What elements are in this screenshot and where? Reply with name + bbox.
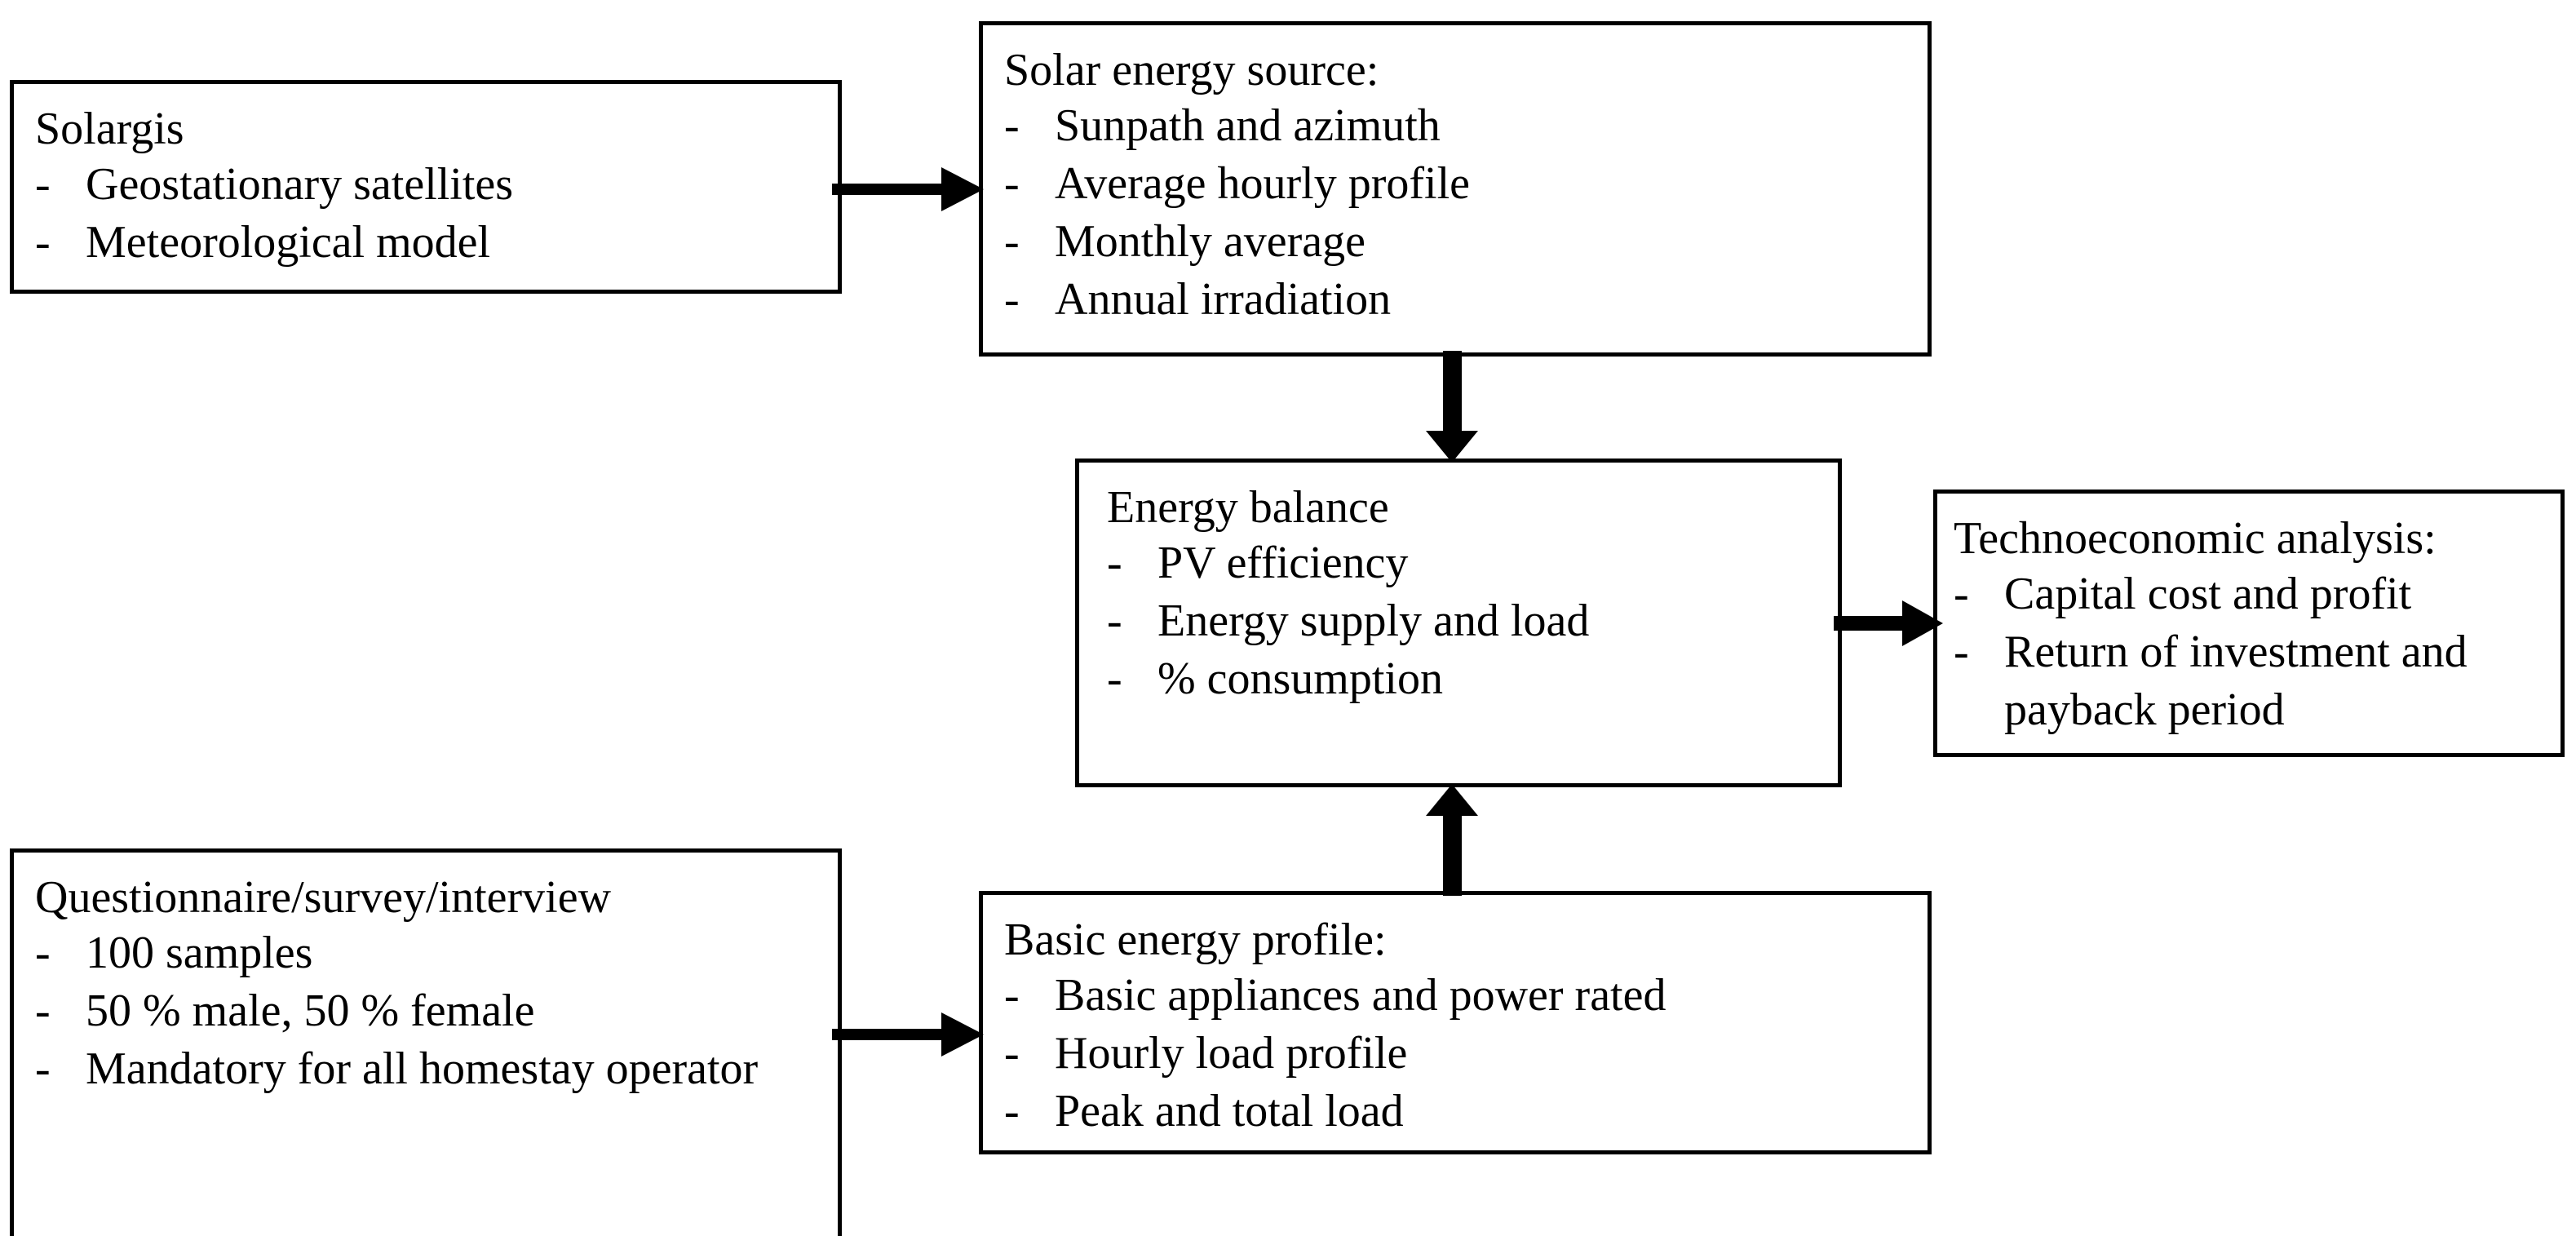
questionnaire-box: Questionnaire/survey/interview - 100 sam…	[10, 848, 842, 1236]
bullet-dash-icon: -	[1004, 970, 1020, 1021]
basic-energy-profile-box: Basic energy profile: - Basic appliances…	[979, 891, 1932, 1154]
list-item: - Basic appliances and power rated	[1004, 967, 1928, 1025]
bullet-dash-icon: -	[35, 217, 51, 268]
bullet-dash-icon: -	[1004, 158, 1020, 210]
energy-balance-bullet-list: - PV efficiency - Energy supply and load…	[1107, 534, 1838, 708]
bullet-dash-icon: -	[1004, 100, 1020, 152]
bullet-label: 50 % male, 50 % female	[86, 986, 535, 1037]
arrow-basic-energy-profile-to-energy-balance	[1426, 782, 1480, 896]
solargis-title: Solargis	[35, 104, 184, 154]
basic-energy-profile-title: Basic energy profile:	[1004, 915, 1387, 965]
bullet-label: Hourly load profile	[1055, 1028, 1408, 1079]
list-item: - % consumption	[1107, 650, 1838, 708]
arrow-solargis-to-solar-energy-source	[832, 165, 987, 214]
solargis-box: Solargis - Geostationary satellites - Me…	[10, 80, 842, 294]
bullet-dash-icon: -	[35, 986, 51, 1037]
list-item: - Geostationary satellites	[35, 156, 838, 214]
list-item: - Mandatory for all homestay operator	[35, 1040, 838, 1098]
questionnaire-bullet-list: - 100 samples - 50 % male, 50 % female -…	[35, 924, 838, 1098]
bullet-dash-icon: -	[1004, 216, 1020, 268]
bullet-dash-icon: -	[1954, 627, 1969, 678]
technoeconomic-analysis-bullet-list: - Capital cost and profit - Return of in…	[1954, 565, 2561, 739]
bullet-dash-icon: -	[1107, 596, 1122, 647]
technoeconomic-analysis-box: Technoeconomic analysis: - Capital cost …	[1933, 490, 2565, 757]
list-item: - Peak and total load	[1004, 1083, 1928, 1141]
list-item: - 50 % male, 50 % female	[35, 982, 838, 1040]
energy-balance-box: Energy balance - PV efficiency - Energy …	[1075, 459, 1842, 787]
list-item: - Capital cost and profit	[1954, 565, 2561, 623]
bullet-label: Monthly average	[1055, 216, 1365, 268]
bullet-dash-icon: -	[1004, 1028, 1020, 1079]
energy-balance-title: Energy balance	[1107, 482, 1389, 533]
technoeconomic-analysis-title: Technoeconomic analysis:	[1954, 513, 2437, 564]
list-item: - Average hourly profile	[1004, 155, 1928, 213]
bullet-dash-icon: -	[1004, 1086, 1020, 1137]
list-item: - Sunpath and azimuth	[1004, 97, 1928, 155]
bullet-label: Energy supply and load	[1157, 596, 1590, 647]
list-item: - Energy supply and load	[1107, 592, 1838, 650]
bullet-label: Average hourly profile	[1055, 158, 1470, 210]
list-item: - PV efficiency	[1107, 534, 1838, 592]
bullet-label: Peak and total load	[1055, 1086, 1404, 1137]
list-item: - Annual irradiation	[1004, 271, 1928, 329]
list-item: - Hourly load profile	[1004, 1025, 1928, 1083]
bullet-label: PV efficiency	[1157, 538, 1409, 589]
arrow-solar-energy-source-to-energy-balance	[1426, 351, 1480, 465]
bullet-label: Meteorological model	[86, 217, 491, 268]
list-item: - 100 samples	[35, 924, 838, 982]
bullet-label: % consumption	[1157, 653, 1443, 705]
bullet-dash-icon: -	[35, 1043, 51, 1095]
bullet-dash-icon: -	[35, 928, 51, 979]
basic-energy-profile-bullet-list: - Basic appliances and power rated - Hou…	[1004, 967, 1928, 1141]
solargis-bullet-list: - Geostationary satellites - Meteorologi…	[35, 156, 838, 272]
questionnaire-title: Questionnaire/survey/interview	[35, 872, 612, 923]
bullet-label: Basic appliances and power rated	[1055, 970, 1666, 1021]
bullet-label: Sunpath and azimuth	[1055, 100, 1441, 152]
bullet-label: Capital cost and profit	[2004, 569, 2412, 620]
solar-energy-source-box: Solar energy source: - Sunpath and azimu…	[979, 21, 1932, 357]
bullet-label: 100 samples	[86, 928, 313, 979]
solar-energy-source-bullet-list: - Sunpath and azimuth - Average hourly p…	[1004, 97, 1928, 329]
bullet-dash-icon: -	[1004, 274, 1020, 326]
list-item: - Return of investment and payback perio…	[1954, 623, 2561, 739]
list-item: - Monthly average	[1004, 213, 1928, 271]
arrow-energy-balance-to-technoeconomic-analysis	[1834, 600, 1946, 648]
arrow-questionnaire-to-basic-energy-profile	[832, 1010, 987, 1059]
bullet-dash-icon: -	[1107, 538, 1122, 589]
bullet-label: Mandatory for all homestay operator	[86, 1043, 759, 1095]
bullet-label: Geostationary satellites	[86, 159, 514, 210]
bullet-dash-icon: -	[35, 159, 51, 210]
bullet-dash-icon: -	[1954, 569, 1969, 620]
bullet-label: Annual irradiation	[1055, 274, 1392, 326]
list-item: - Meteorological model	[35, 214, 838, 272]
solar-energy-source-title: Solar energy source:	[1004, 45, 1379, 95]
bullet-label: Return of investment and payback period	[2004, 627, 2468, 736]
bullet-dash-icon: -	[1107, 653, 1122, 705]
